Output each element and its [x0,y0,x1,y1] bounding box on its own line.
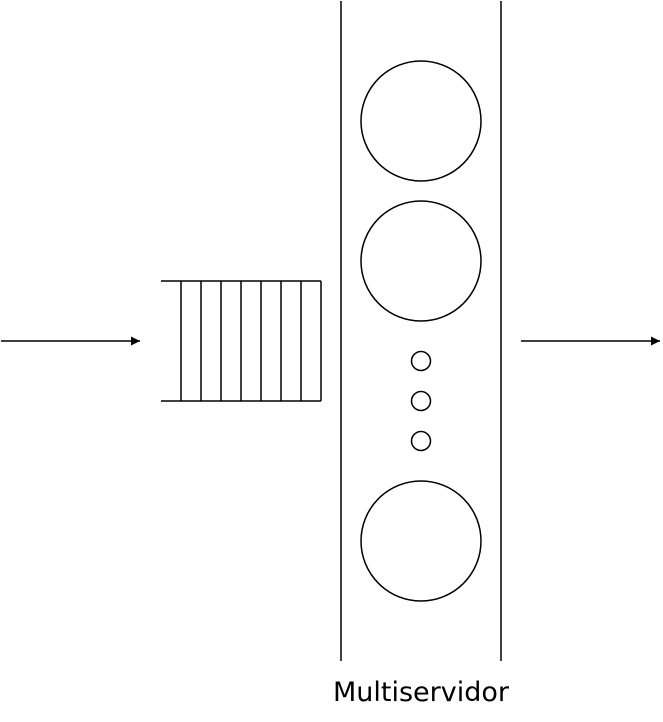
server-1 [360,60,482,182]
queue-buffer [161,280,322,402]
diagram-caption: Multiservidor [333,677,510,708]
ellipsis-dot [410,430,432,452]
ellipsis-dot [410,390,432,412]
server-2 [360,200,482,322]
ellipsis-dot [410,350,432,372]
server-n [360,480,482,602]
